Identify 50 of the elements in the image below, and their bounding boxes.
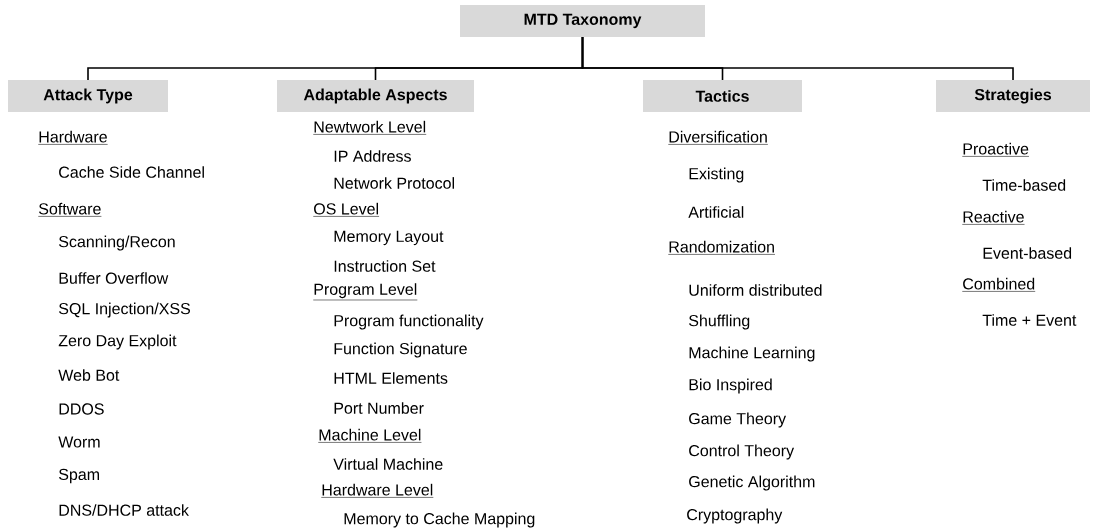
root-box: MTD Taxonomy [460, 5, 705, 37]
list-item: Cryptography [687, 508, 783, 524]
list-item: Machine Learning [689, 346, 815, 362]
list-item: Control Theory [689, 444, 795, 460]
list-item: Function Signature [334, 342, 467, 358]
list-item: Game Theory [689, 412, 787, 428]
list-item: HTML Elements [334, 372, 448, 384]
subcategory-heading: Randomization [668, 240, 776, 255]
list-item: Memory to Cache Mapping [344, 512, 535, 528]
list-item: Bio Inspired [689, 378, 772, 394]
list-item: Time-based [982, 179, 1066, 191]
list-item: Event-based [983, 247, 1072, 259]
list-item: Memory Layout [334, 230, 444, 246]
subcategory-heading: Reactive [962, 210, 1025, 225]
subcategory-heading: Hardware [38, 130, 108, 145]
subcategory-heading: OS Level [313, 202, 380, 217]
list-item: Existing [689, 167, 744, 183]
list-item: Artificial [688, 206, 744, 218]
list-item: Program functionality [334, 314, 484, 330]
connector-line [581, 36, 1014, 81]
list-item: Genetic Algorithm [689, 475, 815, 491]
subcategory-heading: Hardware Level [321, 483, 434, 498]
list-item: Network Protocol [334, 177, 454, 189]
category-box: Adaptable Aspects [277, 80, 474, 112]
list-item: Zero Day Exploit [58, 334, 177, 350]
list-item: Shuffling [689, 314, 750, 330]
category-box: Attack Type [8, 80, 168, 112]
list-item: Worm [58, 436, 100, 448]
subcategory-heading: Combined [962, 277, 1036, 292]
list-item: Port Number [334, 402, 424, 414]
list-item: DNS/DHCP attack [59, 504, 189, 516]
list-item: DDOS [59, 403, 104, 415]
subcategory-heading: Diversification [668, 130, 769, 145]
list-item: Scanning/Recon [59, 235, 175, 251]
list-item: Time + Event [982, 314, 1077, 326]
list-item: Buffer Overflow [59, 272, 169, 284]
list-item: Web Bot [58, 369, 120, 381]
list-item: IP Address [334, 150, 411, 162]
category-box: Tactics [643, 80, 802, 112]
subcategory-heading: Machine Level [318, 428, 422, 443]
list-item: Virtual Machine [333, 458, 443, 470]
list-item: Spam [59, 468, 99, 484]
list-item: Cache Side Channel [59, 166, 204, 178]
list-item: Uniform distributed [689, 284, 822, 296]
subcategory-heading: Program Level [313, 283, 418, 301]
subcategory-heading: Software [38, 202, 102, 217]
list-item: SQL Injection/XSS [59, 302, 191, 318]
subcategory-heading: Proactive [962, 142, 1030, 157]
list-item: Instruction Set [334, 260, 436, 272]
category-box: Strategies [936, 80, 1090, 112]
